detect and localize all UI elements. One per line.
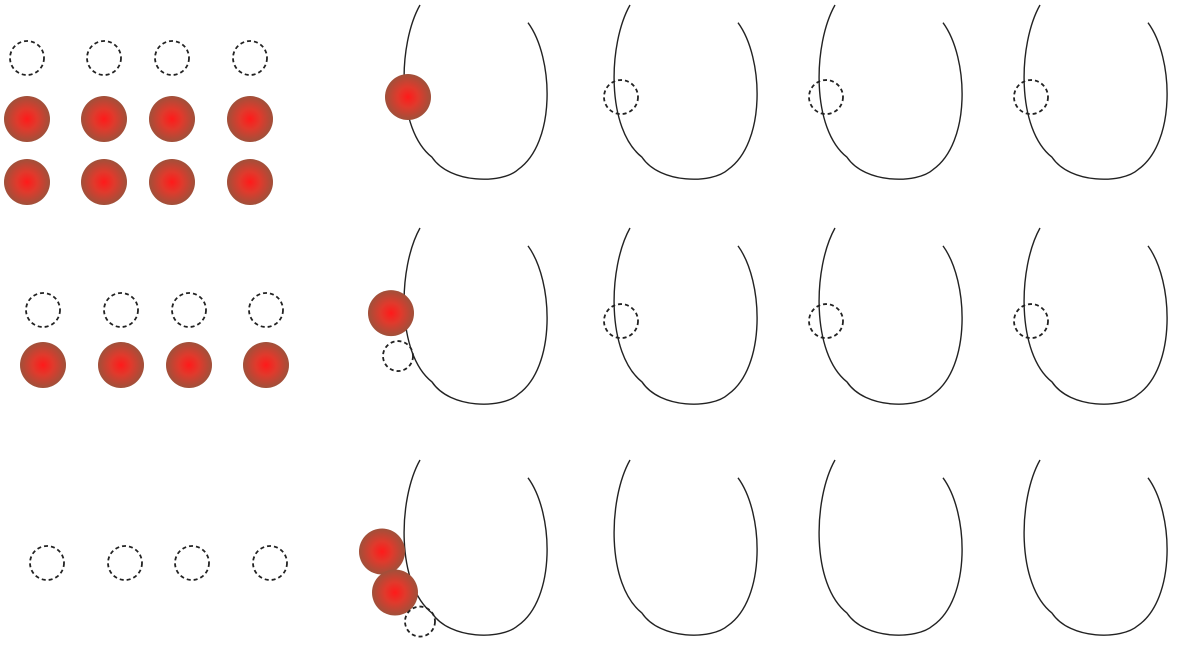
red-ball-icon bbox=[227, 159, 273, 205]
red-ball-icon bbox=[166, 342, 212, 388]
red-ball-icon bbox=[149, 159, 195, 205]
red-ball-icon bbox=[372, 570, 418, 616]
red-ball-icon bbox=[81, 96, 127, 142]
red-ball-icon bbox=[359, 529, 405, 575]
red-ball-icon bbox=[20, 342, 66, 388]
red-ball-icon bbox=[149, 96, 195, 142]
red-ball-icon bbox=[368, 290, 414, 336]
red-ball-icon bbox=[4, 96, 50, 142]
red-ball-icon bbox=[81, 159, 127, 205]
red-ball-icon bbox=[385, 74, 431, 120]
red-ball-icon bbox=[243, 342, 289, 388]
red-ball-icon bbox=[98, 342, 144, 388]
red-ball-icon bbox=[4, 159, 50, 205]
red-ball-icon bbox=[227, 96, 273, 142]
